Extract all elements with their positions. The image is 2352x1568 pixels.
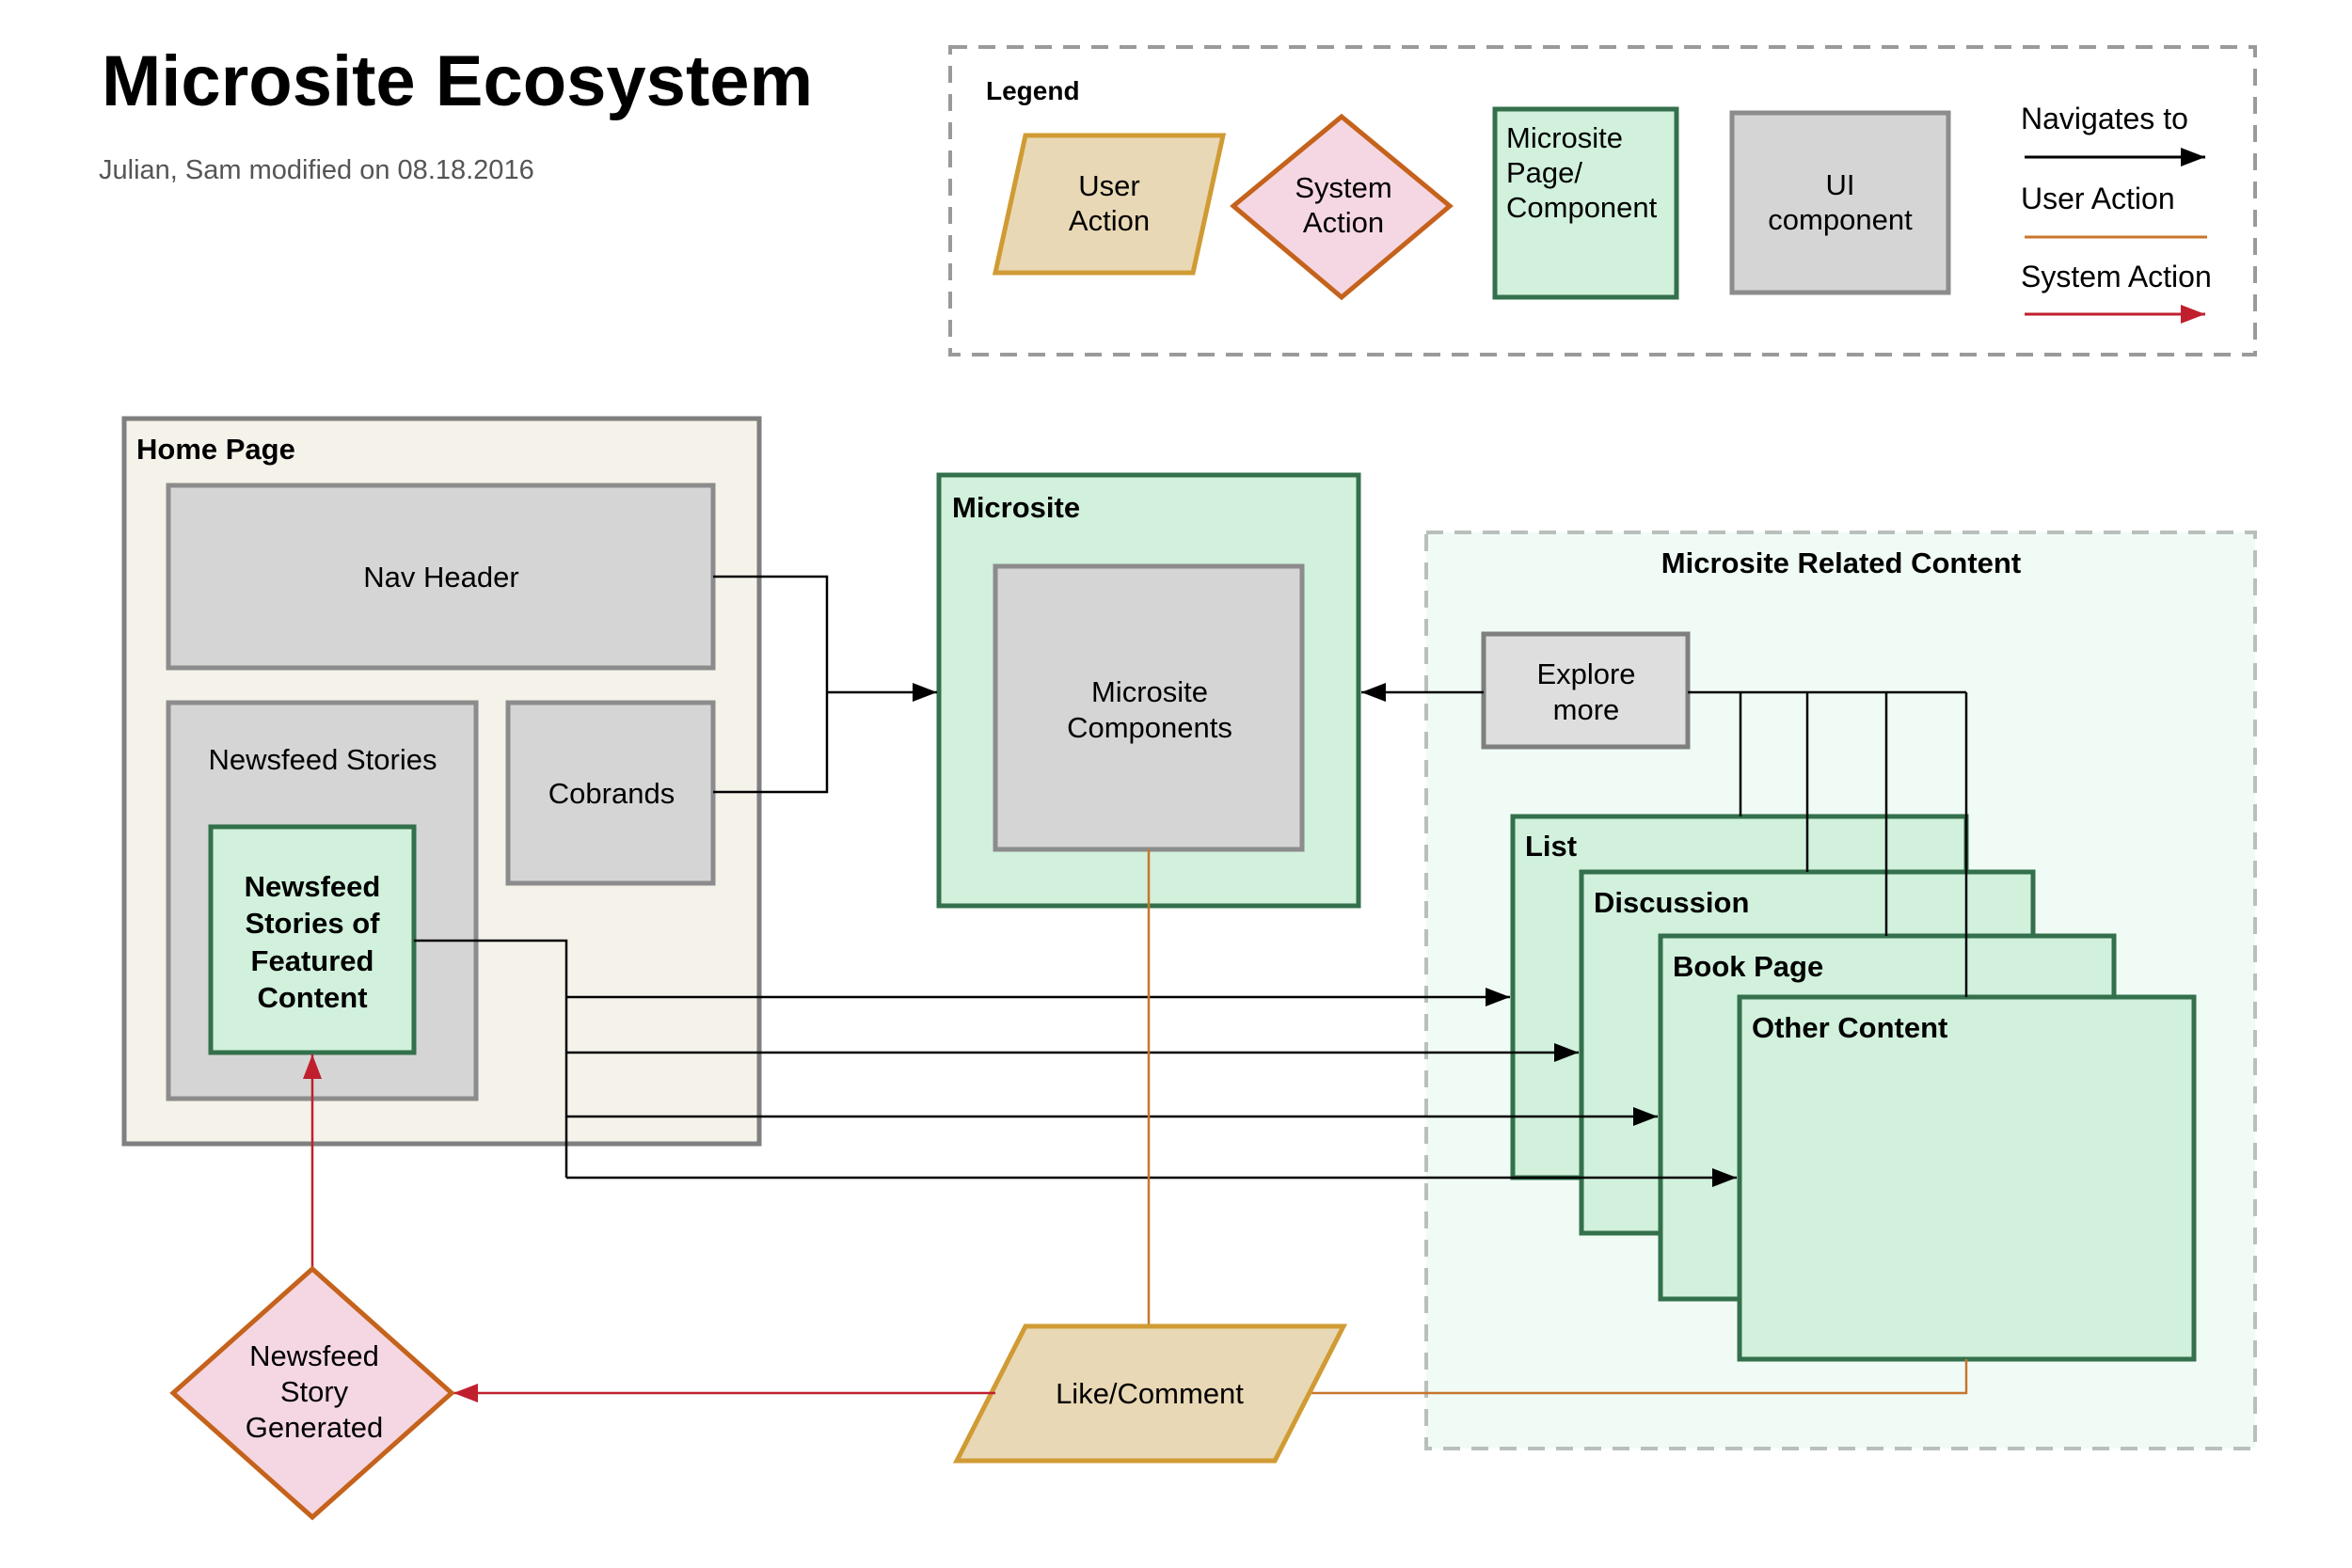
legend-user-action-line-label: User Action: [2021, 182, 2175, 215]
related-pages: List Discussion Book Page Other Content: [1510, 814, 2197, 1362]
legend-system-action-shape: [1230, 113, 1454, 301]
featured-connectors: [414, 939, 1737, 1187]
featured-label-3: Featured: [251, 944, 374, 977]
legend-navigates-label: Navigates to: [2021, 102, 2188, 135]
legend-title: Legend: [986, 76, 1080, 105]
like-comment-label: Like/Comment: [1056, 1377, 1244, 1410]
featured-newsfeed[interactable]: [208, 824, 417, 1055]
legend-microsite-page-shape: [1492, 106, 1679, 300]
featured-label-4: Content: [257, 981, 367, 1014]
featured-label-1: Newsfeed: [245, 870, 381, 903]
legend-system-action-label-1: System: [1295, 171, 1391, 204]
page-title: Microsite Ecosystem: [102, 41, 813, 121]
microsite-title: Microsite: [952, 491, 1080, 524]
legend-system-action-line-label: System Action: [2021, 260, 2212, 293]
legend-user-action-label-1: User: [1078, 169, 1139, 202]
microsite-components-label-1: Microsite: [1091, 675, 1208, 708]
user-action-lines: [1147, 849, 1968, 1395]
page-subtitle: Julian, Sam modified on 08.18.2016: [99, 155, 534, 185]
home-to-microsite-connector: [713, 575, 937, 794]
legend-user-action-shape: [992, 133, 1227, 276]
legend-microsite-label-2: Page/: [1506, 156, 1582, 189]
legend-frame: [948, 45, 2257, 356]
legend-ui-component-shape: [1729, 110, 1951, 295]
page-other[interactable]: [1737, 994, 2197, 1362]
like-comment-action[interactable]: [952, 1323, 1348, 1464]
explore-more-label-1: Explore: [1536, 657, 1635, 690]
page-other-label: Other Content: [1752, 1011, 1947, 1044]
page-list-label: List: [1525, 830, 1577, 863]
newsfeed-generated-label-2: Story: [280, 1375, 349, 1408]
page-book-label: Book Page: [1673, 950, 1823, 983]
home-page: Home Page Nav Header Newsfeed Stories Co…: [121, 416, 762, 1147]
legend-system-action-label-2: Action: [1303, 206, 1384, 239]
legend-ui-label-2: component: [1768, 203, 1913, 236]
cobrands-label: Cobrands: [548, 777, 675, 810]
legend-microsite-label-3: Component: [1506, 191, 1658, 224]
legend: Legend User Action System Action Microsi…: [948, 45, 2257, 356]
legend-ui-label-1: UI: [1826, 168, 1855, 201]
page-discussion-label: Discussion: [1594, 886, 1749, 919]
related-content-title: Microsite Related Content: [1661, 546, 2021, 579]
cobrands[interactable]: [505, 700, 716, 886]
legend-microsite-label-1: Microsite: [1506, 121, 1623, 154]
legend-user-action-label-2: Action: [1069, 204, 1150, 237]
microsite: Microsite Microsite Components: [936, 472, 1361, 909]
newsfeed-stories-label: Newsfeed Stories: [209, 743, 437, 776]
explore-connectors: [1361, 683, 1968, 997]
explore-more-label-2: more: [1553, 693, 1620, 726]
newsfeed-generated-action: [169, 1265, 455, 1521]
nav-header-label: Nav Header: [363, 561, 518, 594]
home-page-title: Home Page: [136, 433, 295, 466]
newsfeed-generated-label-3: Generated: [246, 1411, 384, 1444]
newsfeed-generated-label-1: Newsfeed: [249, 1339, 379, 1372]
featured-label-2: Stories of: [246, 907, 381, 940]
microsite-components-label-2: Components: [1067, 711, 1232, 744]
system-action-arrows: [303, 1054, 995, 1402]
explore-more[interactable]: [1481, 631, 1691, 750]
